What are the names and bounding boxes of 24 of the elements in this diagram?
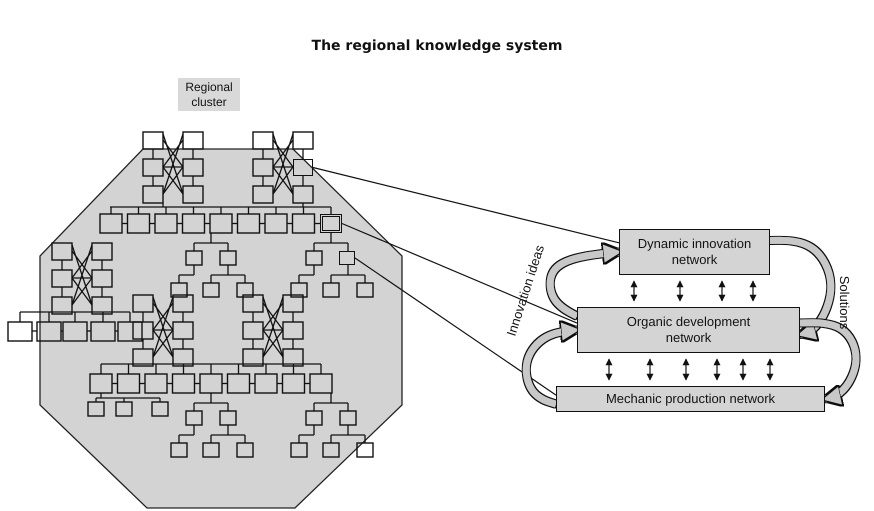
double-arrow: [682, 358, 690, 381]
cluster-label-box: Regional cluster: [178, 78, 240, 111]
member-box: [293, 159, 313, 176]
network-box: Dynamic innovation network: [619, 229, 770, 275]
double-arrow: [676, 280, 684, 302]
double-arrow: [750, 280, 756, 302]
double-arrow: [630, 280, 638, 302]
double-arrow: [714, 358, 720, 381]
double-arrow: [646, 358, 654, 381]
arrow-label: Solutions: [837, 276, 852, 330]
network-box: Mechanic production network: [556, 386, 825, 412]
double-arrow: [718, 280, 726, 302]
connector-line: [342, 222, 578, 324]
member-box: [339, 251, 355, 265]
double-arrow: [766, 358, 774, 381]
member-box: [320, 214, 342, 233]
double-arrow: [740, 358, 746, 381]
double-arrow: [606, 358, 612, 381]
network-box: Organic development network: [577, 307, 800, 353]
curved-arrow: [800, 319, 860, 406]
title: The regional knowledge system: [310, 38, 564, 54]
curved-arrow: [770, 236, 834, 341]
connector-line: [312, 166, 620, 244]
connector-line: [354, 258, 556, 396]
